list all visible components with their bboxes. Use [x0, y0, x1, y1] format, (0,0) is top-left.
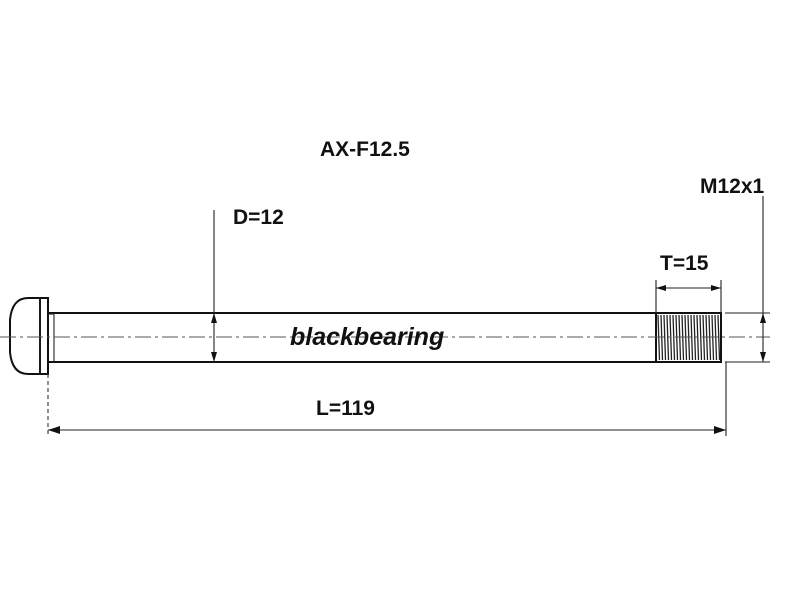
brand-logo-text: blackbearing: [290, 323, 444, 351]
thread-hatch-line: [666, 314, 670, 361]
part-title: AX-F12.5: [320, 138, 410, 161]
thread-hatch-line: [672, 314, 676, 361]
thread-hatch-line: [693, 314, 697, 361]
thread-length-label: T=15: [660, 252, 709, 275]
thread-hatch-line: [663, 314, 667, 361]
thread-hatch-line: [699, 314, 703, 361]
axle-head: [9, 297, 54, 375]
thread-spec-label: M12x1: [700, 175, 765, 198]
thread-hatch-line: [717, 314, 721, 361]
diameter-label: D=12: [233, 206, 284, 229]
thread-hatch-line: [690, 314, 694, 361]
length-label: L=119: [316, 397, 375, 420]
length-dimension: L=119: [47, 362, 727, 436]
thread-spec-dimension: M12x1: [700, 175, 770, 363]
diameter-dimension: D=12: [211, 206, 284, 362]
thread-length-dimension: T=15: [655, 252, 722, 313]
